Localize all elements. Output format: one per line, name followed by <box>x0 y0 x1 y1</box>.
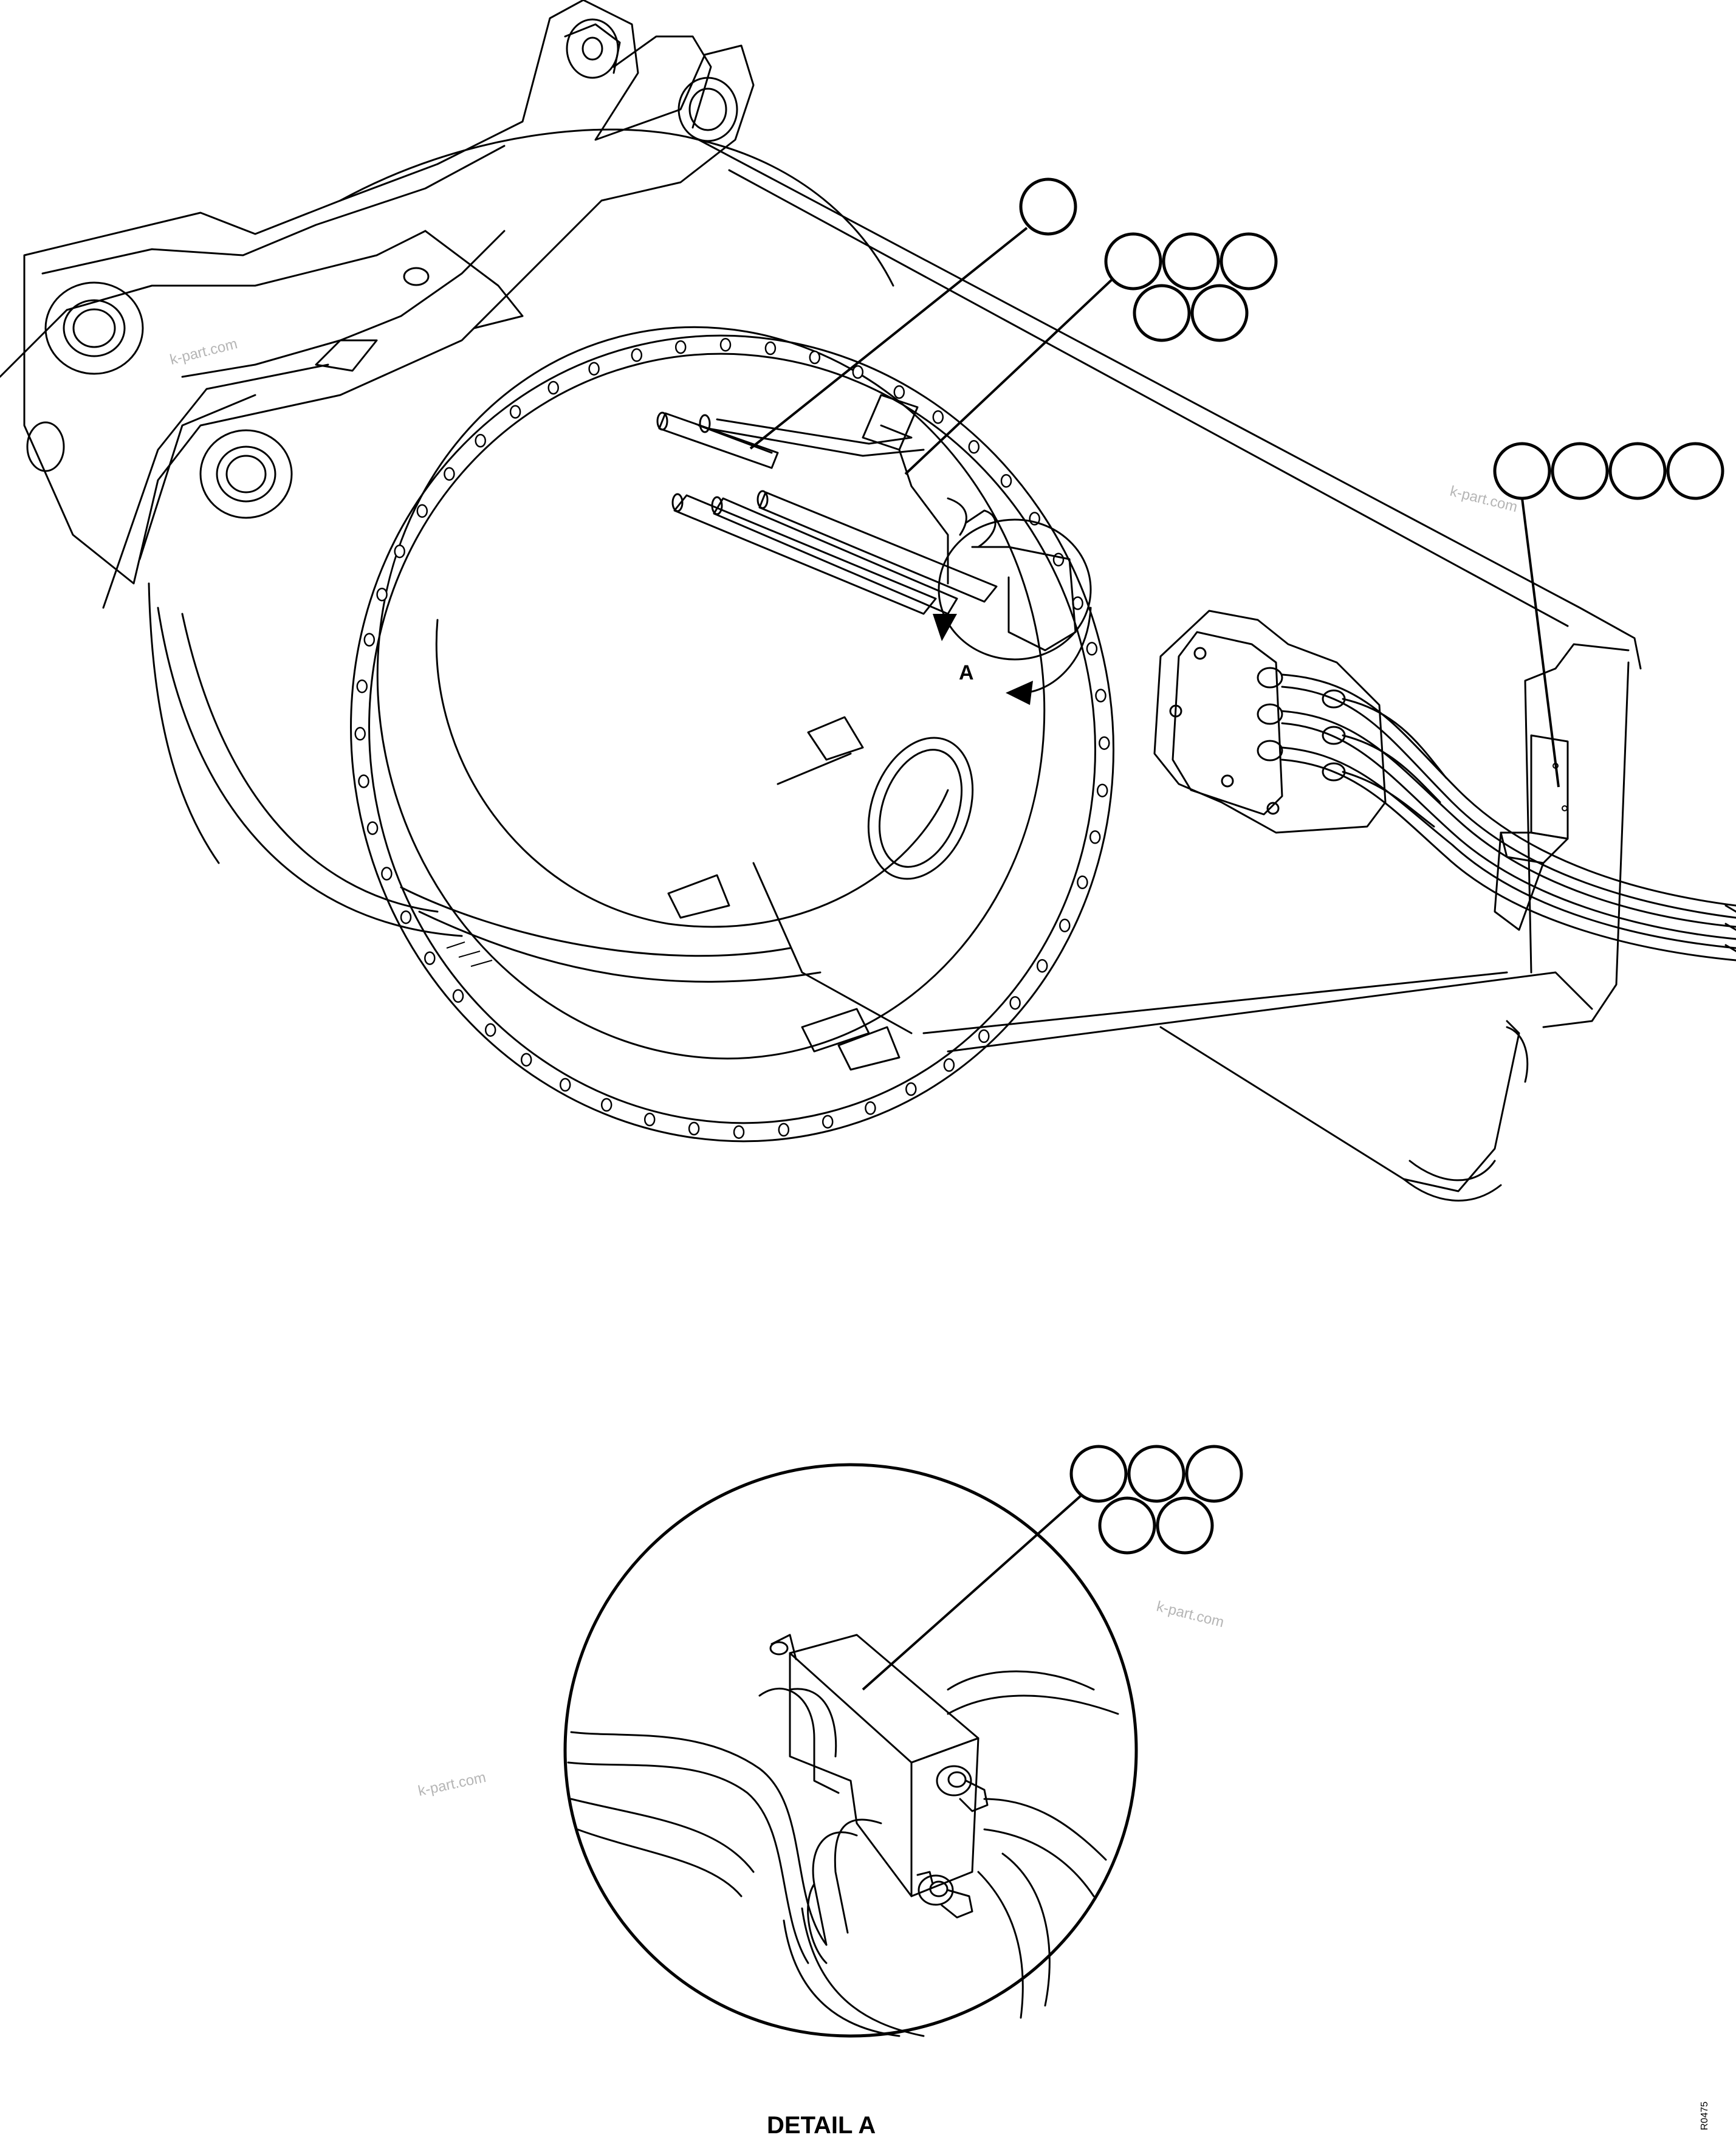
main-assembly-view: A k-part.com k-part.com <box>0 0 1736 1202</box>
rotator-housing <box>148 128 974 1071</box>
watermark: k-part.com <box>417 1769 487 1800</box>
detail-clamp-block <box>769 1634 989 1919</box>
bolt-hole <box>559 1078 571 1092</box>
bolt-hole <box>852 365 864 379</box>
bolt-hole <box>1086 642 1098 656</box>
callout-single <box>749 177 1077 450</box>
detail-u-tubes <box>758 1688 882 1964</box>
bolt-hole <box>893 385 905 399</box>
bolt-flange-ring <box>350 326 1114 1143</box>
bolt-hole <box>588 362 600 376</box>
bolt-hole <box>809 350 821 365</box>
bolt-hole <box>394 544 405 559</box>
bolt-hole <box>1009 996 1021 1010</box>
bolt-hole <box>1095 689 1106 703</box>
bolt-hole <box>943 1058 955 1072</box>
bolt-hole <box>424 951 436 965</box>
bolt-hole <box>363 633 376 647</box>
bolt-hole <box>643 1112 656 1127</box>
valve-manifold <box>1153 610 1387 834</box>
boom-arms <box>0 0 755 609</box>
bolt-holes <box>354 338 1110 1139</box>
view-arrow-down <box>933 614 957 641</box>
bolt-hole <box>484 1023 496 1037</box>
bolt-hole <box>354 727 366 741</box>
watermark: k-part.com <box>1155 1598 1226 1631</box>
bolt-hole <box>416 504 428 518</box>
bolt-hole <box>1036 958 1048 973</box>
bolt-hole <box>631 348 643 362</box>
bolt-hole <box>733 1125 745 1139</box>
bolt-hole <box>719 338 732 352</box>
bolt-hole <box>822 1115 834 1129</box>
watermark: k-part.com <box>168 335 239 368</box>
bolt-hole <box>381 867 393 881</box>
bolt-hole <box>778 1123 790 1137</box>
bolt-hole <box>1059 918 1071 933</box>
callout-group-upper <box>904 232 1278 475</box>
view-arrow-left <box>1006 681 1033 705</box>
bolt-hole <box>968 440 980 454</box>
link-frame <box>698 139 1642 1202</box>
bolt-hole <box>1089 830 1101 844</box>
view-a-indicator: A <box>933 518 1092 705</box>
bolt-hole <box>1099 736 1110 750</box>
bolt-hole <box>475 433 486 448</box>
bolt-hole <box>520 1053 532 1067</box>
bolt-hole <box>905 1082 917 1096</box>
callout-group-detail <box>862 1445 1243 1691</box>
view-label: A <box>959 661 974 684</box>
bolt-hole <box>444 467 455 481</box>
detail-title: DETAIL A <box>767 2112 876 2139</box>
bolt-hole <box>400 910 412 924</box>
figure-code: R0475 <box>1700 2102 1710 2130</box>
bolt-hole <box>688 1121 700 1136</box>
bolt-hole <box>376 587 388 602</box>
callout-group-right <box>1493 442 1724 788</box>
bolt-hole <box>764 341 777 356</box>
bolt-hole <box>600 1098 612 1112</box>
bolt-hole <box>1096 783 1108 797</box>
detail-a-view: k-part.com k-part.com DETAIL A R0475 <box>417 1445 1710 2139</box>
hydraulic-hoses <box>1281 673 1736 961</box>
bolt-hole <box>366 821 379 835</box>
bolt-hole <box>547 380 559 395</box>
bolt-hole <box>1000 473 1012 488</box>
bolt-hole <box>978 1029 990 1044</box>
bolt-hole <box>865 1101 876 1115</box>
bolt-hole <box>932 410 944 424</box>
bolt-hole <box>356 679 368 693</box>
bolt-hole <box>452 989 464 1003</box>
detail-hoses <box>567 1670 1119 2037</box>
bolt-hole <box>509 405 521 419</box>
bolt-hole <box>358 774 369 788</box>
bolt-hole <box>674 340 687 354</box>
swivel-tubes <box>656 394 1077 652</box>
bolt-hole <box>1077 875 1088 890</box>
